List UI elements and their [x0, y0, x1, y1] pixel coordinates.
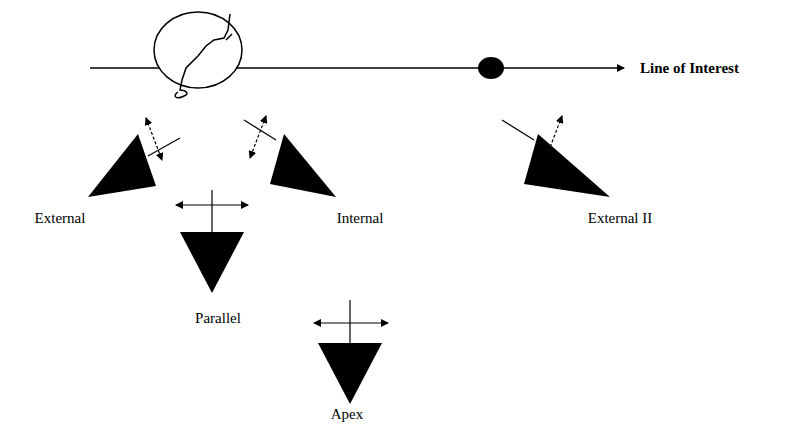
sensor-label: External	[35, 210, 86, 227]
sensor-label: Internal	[337, 210, 384, 227]
triangle-shape	[88, 134, 156, 197]
normal-line	[244, 120, 276, 140]
sketch	[175, 14, 232, 98]
triangle	[270, 134, 336, 197]
sensor-label: External II	[588, 210, 653, 227]
sensor-triangle: Parallel	[180, 232, 244, 293]
normal-line	[211, 190, 212, 232]
sensor-triangle: Apex	[318, 343, 382, 404]
triangle-shape	[270, 134, 336, 197]
triangle-shape	[180, 232, 244, 293]
sensor-triangle: Internal	[270, 134, 336, 197]
sensitive-axis	[176, 204, 248, 205]
sensor-triangle: External II	[524, 134, 610, 197]
sensor-label: Apex	[331, 406, 364, 423]
triangle-shape	[524, 134, 610, 197]
triangle	[524, 134, 610, 197]
point	[478, 57, 504, 79]
normal-line	[502, 120, 534, 140]
sensitive-axis	[250, 116, 266, 158]
line-label: Line of Interest	[640, 60, 739, 77]
sensor-label: Parallel	[195, 310, 241, 327]
triangle	[180, 232, 244, 293]
normal-line	[349, 300, 350, 343]
normal-line	[148, 138, 180, 156]
triangle-shape	[318, 343, 382, 404]
sensitive-axis	[314, 322, 388, 323]
triangle	[88, 134, 156, 197]
sensor-triangle: External	[88, 134, 156, 197]
triangle	[318, 343, 382, 404]
sensitive-axis	[146, 118, 162, 160]
